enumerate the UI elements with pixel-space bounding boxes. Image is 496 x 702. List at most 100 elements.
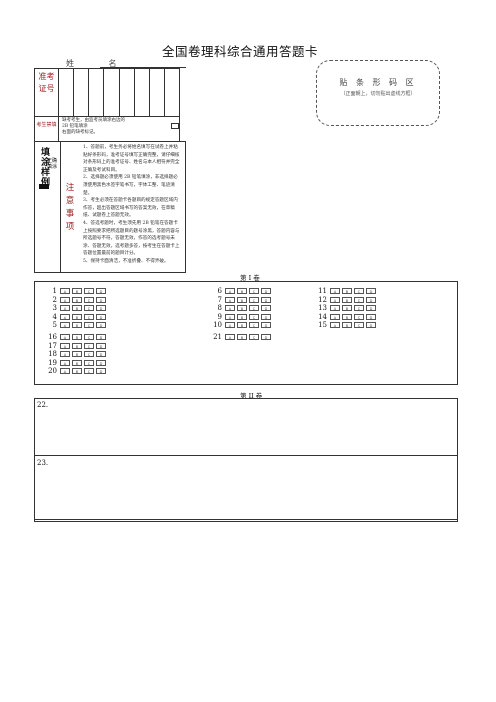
option-bubble-a[interactable]: A	[60, 351, 70, 358]
option-bubble-a[interactable]: A	[225, 288, 235, 294]
option-bubble-a[interactable]: A	[330, 313, 340, 320]
option-bubble-a[interactable]: A	[330, 305, 340, 312]
option-bubble-b[interactable]: B	[72, 305, 82, 312]
option-bubble-c[interactable]: C	[84, 359, 94, 366]
option-bubble-b[interactable]: B	[72, 351, 82, 358]
option-bubble-d[interactable]: D	[96, 334, 106, 340]
option-bubble-b[interactable]: B	[237, 313, 247, 320]
answer-area-23[interactable]: 23.	[34, 455, 458, 520]
name-field-line[interactable]	[100, 67, 186, 68]
option-bubble-a[interactable]: A	[60, 288, 70, 294]
option-bubble-d[interactable]: D	[261, 305, 271, 312]
option-bubble-b[interactable]: B	[72, 322, 82, 329]
option-bubble-a[interactable]: A	[60, 296, 70, 303]
option-bubble-a[interactable]: A	[225, 322, 235, 329]
option-bubble-c[interactable]: C	[84, 288, 94, 294]
option-bubble-c[interactable]: C	[84, 305, 94, 312]
option-bubble-d[interactable]: D	[96, 368, 106, 375]
option-bubble-a[interactable]: A	[330, 288, 340, 294]
option-bubble-a[interactable]: A	[330, 322, 340, 329]
option-bubble-c[interactable]: C	[84, 342, 94, 349]
option-bubble-a[interactable]: A	[60, 368, 70, 375]
option-bubble-b[interactable]: B	[237, 305, 247, 312]
option-bubble-d[interactable]: D	[96, 296, 106, 303]
option-bubble-a[interactable]: A	[60, 342, 70, 349]
option-bubble-b[interactable]: B	[342, 296, 352, 303]
option-bubble-b[interactable]: B	[237, 296, 247, 303]
option-bubble-b[interactable]: B	[237, 334, 247, 340]
question-number: 11	[318, 287, 327, 295]
option-bubble-c[interactable]: C	[84, 368, 94, 375]
option-bubble-d[interactable]: D	[96, 322, 106, 329]
option-bubble-d[interactable]: D	[366, 296, 376, 303]
option-bubble-c[interactable]: C	[354, 305, 364, 312]
note-item: 2、选择题必须使用 2B 铅笔填涂，非选择题必须使用黑色水签字笔书写，字体工整、…	[83, 175, 178, 196]
option-bubble-d[interactable]: D	[96, 342, 106, 349]
option-bubble-b[interactable]: B	[72, 342, 82, 349]
question-number: 20	[48, 367, 57, 376]
option-bubble-d[interactable]: D	[96, 305, 106, 312]
question-number: 23.	[37, 459, 49, 467]
option-bubble-c[interactable]: C	[84, 296, 94, 303]
note-item: 4、答选考题时，考生须先用 2B 铅笔在答题卡上按照要求把所选题目的题号涂黑，答…	[83, 220, 180, 257]
option-bubble-c[interactable]: C	[354, 296, 364, 303]
option-bubble-d[interactable]: D	[366, 305, 376, 312]
option-bubble-c[interactable]: C	[249, 322, 259, 329]
barcode-area: 贴 条 形 码 区 （正面朝上，切勿贴出虚线方框）	[316, 60, 440, 126]
option-bubble-c[interactable]: C	[249, 305, 259, 312]
option-bubble-d[interactable]: D	[96, 351, 106, 358]
option-bubble-d[interactable]: D	[261, 288, 271, 294]
option-bubble-b[interactable]: B	[342, 322, 352, 329]
option-bubble-a[interactable]: A	[330, 296, 340, 303]
option-bubble-c[interactable]: C	[249, 296, 259, 303]
option-bubble-d[interactable]: D	[366, 313, 376, 320]
option-bubble-b[interactable]: B	[72, 359, 82, 366]
option-bubble-b[interactable]: B	[342, 288, 352, 294]
option-bubble-b[interactable]: B	[237, 322, 247, 329]
option-bubble-d[interactable]: D	[96, 359, 106, 366]
option-bubble-c[interactable]: C	[249, 288, 259, 294]
option-bubble-a[interactable]: A	[225, 296, 235, 303]
option-bubble-b[interactable]: B	[72, 334, 82, 340]
option-bubble-d[interactable]: D	[261, 322, 271, 329]
exam-id-columns[interactable]	[59, 69, 179, 116]
option-bubble-c[interactable]: C	[84, 334, 94, 340]
option-bubble-d[interactable]: D	[96, 313, 106, 320]
option-bubble-a[interactable]: A	[225, 313, 235, 320]
option-bubble-b[interactable]: B	[342, 305, 352, 312]
page-title: 全国卷理科综合通用答题卡	[162, 44, 319, 59]
option-bubble-c[interactable]: C	[84, 313, 94, 320]
option-bubble-b[interactable]: B	[72, 368, 82, 375]
option-bubble-d[interactable]: D	[96, 288, 106, 294]
option-bubble-c[interactable]: C	[354, 288, 364, 294]
option-bubble-a[interactable]: A	[60, 322, 70, 329]
option-bubble-c[interactable]: C	[354, 313, 364, 320]
question-number: 1	[52, 287, 57, 295]
absent-notice: 考生禁填 缺考考生，由监考员填涂右边的 2B 铅笔填涂 右面的缺考标记。	[35, 116, 179, 142]
option-bubble-a[interactable]: A	[225, 334, 235, 340]
option-bubble-b[interactable]: B	[72, 296, 82, 303]
option-bubble-c[interactable]: C	[84, 351, 94, 358]
option-bubble-b[interactable]: B	[237, 288, 247, 294]
option-bubble-b[interactable]: B	[342, 313, 352, 320]
option-bubble-a[interactable]: A	[60, 334, 70, 340]
option-bubble-c[interactable]: C	[84, 322, 94, 329]
option-bubble-c[interactable]: C	[354, 322, 364, 329]
option-bubble-d[interactable]: D	[261, 296, 271, 303]
option-bubble-a[interactable]: A	[60, 313, 70, 320]
option-bubble-d[interactable]: D	[261, 334, 271, 340]
option-bubble-b[interactable]: B	[72, 288, 82, 294]
option-bubble-c[interactable]: C	[249, 334, 259, 340]
option-bubble-c[interactable]: C	[249, 313, 259, 320]
option-bubble-d[interactable]: D	[366, 322, 376, 329]
option-bubble-a[interactable]: A	[225, 305, 235, 312]
option-bubble-d[interactable]: D	[366, 288, 376, 294]
section1-title: 第 I 卷	[240, 274, 260, 282]
option-bubble-a[interactable]: A	[60, 305, 70, 312]
absent-mark-box[interactable]	[171, 123, 179, 129]
option-bubble-b[interactable]: B	[72, 313, 82, 320]
question-number: 16	[48, 333, 57, 341]
option-bubble-a[interactable]: A	[60, 359, 70, 366]
option-bubble-d[interactable]: D	[261, 313, 271, 320]
